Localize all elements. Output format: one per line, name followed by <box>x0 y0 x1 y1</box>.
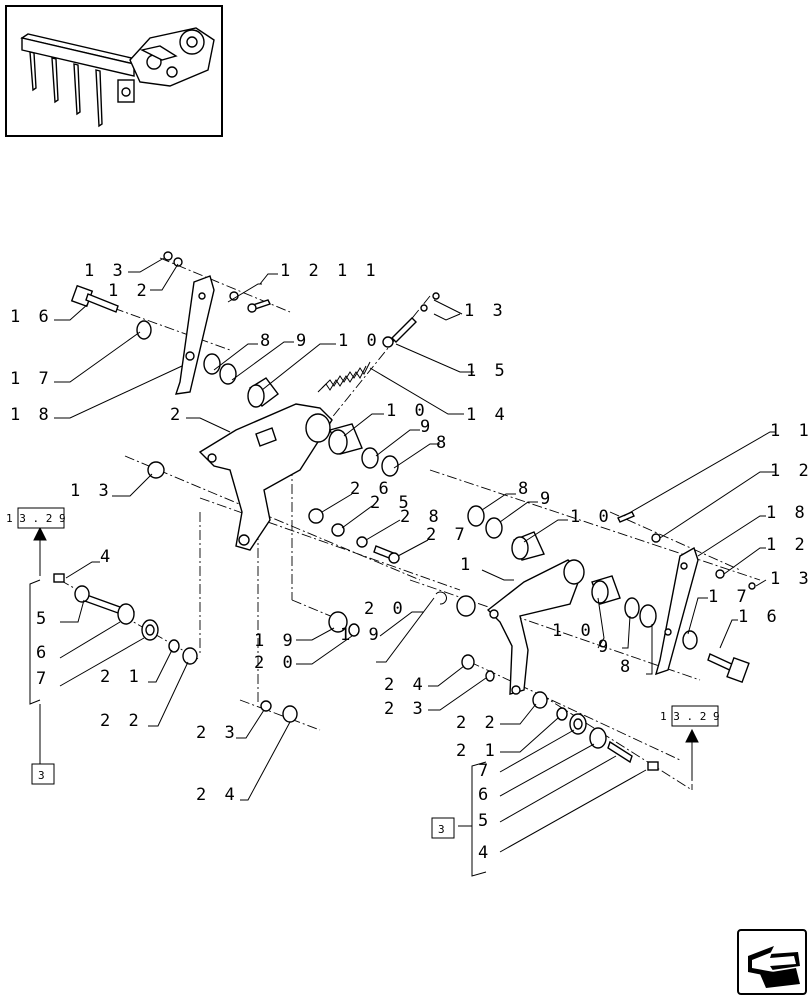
label-5: 5 <box>36 609 50 629</box>
label-14: 1 4 <box>466 405 509 425</box>
callout-labels: 1 3 1 2 1 2 1 1 1 6 1 7 1 8 1 3 1 5 1 4 … <box>10 261 812 863</box>
label-10: 1 0 <box>552 621 595 641</box>
label-26: 2 6 <box>350 479 393 499</box>
group-brackets <box>29 526 699 877</box>
label-19: 1 9 <box>340 625 383 645</box>
label-13: 1 3 <box>770 569 812 589</box>
label-1: 1 <box>460 555 474 575</box>
label-9: 9 <box>540 489 554 509</box>
label-8: 8 <box>260 331 274 351</box>
label-12: 1 2 <box>108 281 151 301</box>
label-6: 6 <box>478 785 492 805</box>
label-23: 2 3 <box>196 723 239 743</box>
reference-box-left[interactable]: 1 3 . 2 9 <box>6 507 66 529</box>
label-10: 1 0 <box>338 331 381 351</box>
label-9: 9 <box>296 331 310 351</box>
label-15: 1 5 <box>466 361 509 381</box>
label-8: 8 <box>436 433 450 453</box>
label-9: 9 <box>420 417 434 437</box>
pickup-reel-thumbnail <box>20 27 215 128</box>
label-27: 2 7 <box>426 525 469 545</box>
label-12-11: 1 2 1 1 <box>280 261 380 281</box>
svg-text:3: 3 <box>438 823 445 836</box>
label-23: 2 3 <box>384 699 427 719</box>
label-2: 2 <box>170 405 184 425</box>
label-13: 1 3 <box>84 261 127 281</box>
label-21: 2 1 <box>456 741 499 761</box>
label-7: 7 <box>36 669 50 689</box>
label-16: 1 6 <box>738 607 781 627</box>
label-18: 1 8 <box>766 503 809 523</box>
label-12: 1 2 <box>766 535 809 555</box>
label-8: 8 <box>620 657 634 677</box>
label-12: 1 2 <box>770 461 812 481</box>
label-4: 4 <box>100 547 114 567</box>
label-22: 2 2 <box>100 711 143 731</box>
svg-text:1 3 . 2 9: 1 3 . 2 9 <box>6 512 66 525</box>
arm-2 <box>198 403 333 551</box>
label-6: 6 <box>36 643 50 663</box>
label-19: 1 9 <box>254 631 297 651</box>
label-25: 2 5 <box>370 493 413 513</box>
label-20: 2 0 <box>364 599 407 619</box>
previous-page-arrow-icon[interactable] <box>737 929 807 995</box>
label-18: 1 8 <box>10 405 53 425</box>
label-7: 7 <box>478 761 492 781</box>
group-box-right[interactable]: 3 <box>431 817 455 839</box>
parts-right <box>435 505 756 771</box>
label-20: 2 0 <box>254 653 297 673</box>
group-box-left[interactable]: 3 <box>31 763 55 785</box>
label-21: 2 1 <box>100 667 143 687</box>
label-17: 1 7 <box>708 587 751 607</box>
label-22: 2 2 <box>456 713 499 733</box>
label-10: 1 0 <box>570 507 613 527</box>
label-10: 1 0 <box>386 401 429 421</box>
svg-text:3: 3 <box>38 769 45 782</box>
spring-14 <box>317 361 371 393</box>
arm-1 <box>486 559 585 695</box>
label-11: 1 1 <box>770 421 812 441</box>
label-4: 4 <box>478 843 492 863</box>
reference-box-right[interactable]: 1 3 . 2 9 <box>660 705 720 727</box>
label-16: 1 6 <box>10 307 53 327</box>
label-8: 8 <box>518 479 532 499</box>
label-24: 2 4 <box>384 675 427 695</box>
label-28: 2 8 <box>400 507 443 527</box>
bolt-16-left <box>70 284 119 313</box>
label-13: 1 3 <box>464 301 507 321</box>
thumbnail-frame[interactable] <box>5 5 223 137</box>
label-17: 1 7 <box>10 369 53 389</box>
label-9: 9 <box>598 637 612 657</box>
leader-lines <box>54 257 776 853</box>
label-24: 2 4 <box>196 785 239 805</box>
parts-left <box>53 251 440 723</box>
label-5: 5 <box>478 811 492 831</box>
label-13: 1 3 <box>70 481 113 501</box>
svg-text:1 3 . 2 9: 1 3 . 2 9 <box>660 710 720 723</box>
